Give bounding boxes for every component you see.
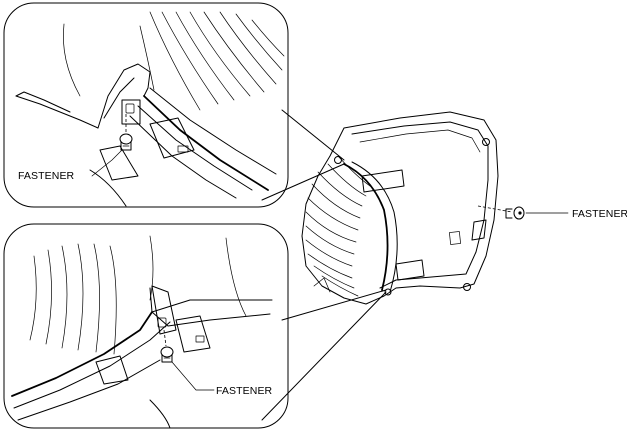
- arch-ribs: [305, 155, 371, 297]
- detail-frame-top: [3, 2, 289, 208]
- liner-ribs-bottom: [29, 235, 247, 355]
- fastener-icon: [160, 329, 174, 363]
- wheel-well-liner: FASTENER: [301, 111, 627, 305]
- detail-view-top: FASTENER: [3, 2, 289, 208]
- callout-pointers: [261, 109, 387, 421]
- label-fastener-top: FASTENER: [18, 170, 75, 182]
- label-fastener-main: FASTENER: [572, 208, 627, 220]
- fastener-icon: [119, 114, 133, 151]
- liner-ribs-top: [63, 11, 285, 111]
- detail-frame-bottom: [3, 223, 289, 429]
- fastener-icon: [477, 205, 525, 220]
- label-fastener-bottom: FASTENER: [216, 385, 273, 397]
- detail-view-bottom: FASTENER: [3, 223, 289, 429]
